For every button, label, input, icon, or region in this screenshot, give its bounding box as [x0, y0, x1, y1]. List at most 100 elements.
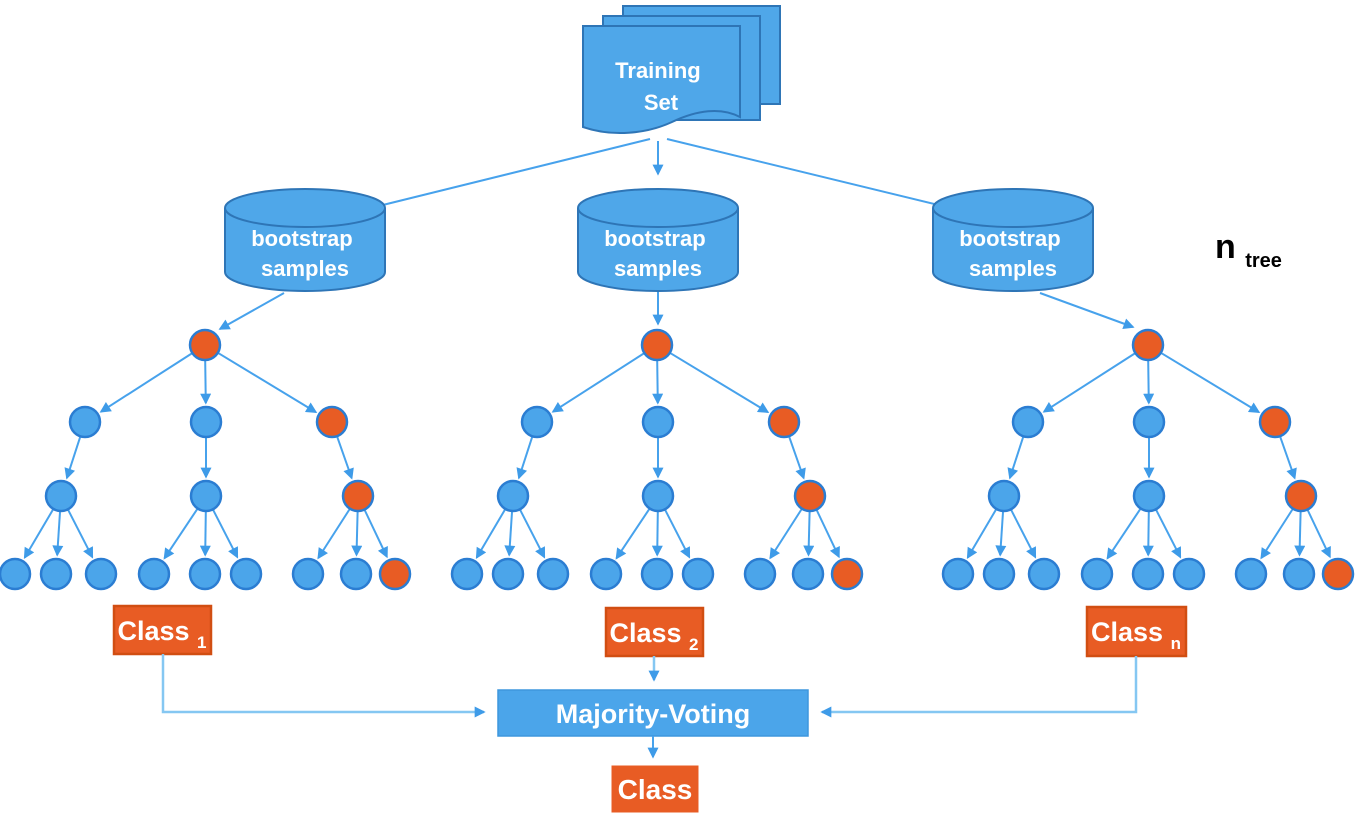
- training-set-line2: Set: [644, 90, 679, 115]
- tree1-edge-icon: [67, 509, 94, 559]
- training-set-line1: Training: [615, 58, 701, 83]
- tree2-edge-icon: [664, 509, 691, 559]
- tree3-node-blue: [1011, 405, 1045, 439]
- tree1-node-blue: [291, 557, 325, 591]
- final-class-box: Class: [611, 765, 699, 813]
- tree1-edge-icon: [99, 352, 193, 413]
- class2-text: Class: [609, 618, 681, 648]
- majority-voting-label: Majority-Voting: [556, 699, 750, 729]
- tree2-edge-icon: [803, 511, 815, 557]
- tree1-edge-icon: [163, 508, 198, 560]
- bootstrap2-line2: samples: [614, 256, 702, 281]
- bootstrap-label-1: bootstrap samples: [251, 226, 359, 281]
- cylinder-body-icon: [224, 208, 386, 292]
- majority-voting-rect: [497, 689, 809, 737]
- cylinder-top-icon: [577, 188, 739, 228]
- bootstrap2-line1: bootstrap: [604, 226, 705, 251]
- tree1-edge-icon: [200, 360, 212, 405]
- cylinder-top-icon: [224, 188, 386, 228]
- class2-label: Class 2: [609, 618, 698, 654]
- tree3-node-blue: [1027, 557, 1061, 591]
- tree3-edge-icon: [1306, 510, 1331, 559]
- tree3-node-orange: [1131, 328, 1165, 362]
- tree1-node-blue: [229, 557, 263, 591]
- tree3-edge-icon: [1007, 436, 1025, 480]
- n-tree-label: n tree: [1215, 228, 1282, 272]
- class2-box: Class 2: [604, 606, 705, 658]
- class1-label: Class 1: [117, 616, 206, 652]
- cylinder-top-icon: [932, 188, 1094, 228]
- tree2-node-orange: [793, 479, 827, 513]
- arrow-to-tree3-root-icon: [1039, 292, 1135, 329]
- tree2-node-orange: [640, 328, 674, 362]
- tree3-edge-icon: [1294, 511, 1306, 557]
- bootstrap1-line1: bootstrap: [251, 226, 352, 251]
- tree3-node-blue: [1172, 557, 1206, 591]
- tree2-edge-icon: [475, 509, 506, 560]
- training-set-stack: Training Set: [582, 5, 781, 135]
- tree1-node-orange: [315, 405, 349, 439]
- tree3-node-blue: [941, 557, 975, 591]
- tree2-node-blue: [641, 479, 675, 513]
- class2-sub: 2: [689, 635, 698, 654]
- tree3-node-blue: [1132, 479, 1166, 513]
- class2-rect: [604, 606, 705, 658]
- cylinder-body-icon: [932, 208, 1094, 292]
- tree2-node-blue: [520, 405, 554, 439]
- class1-rect: [112, 604, 213, 656]
- tree2-node-blue: [681, 557, 715, 591]
- tree1-node-blue: [84, 557, 118, 591]
- tree2-node-blue: [791, 557, 825, 591]
- tree2-edge-icon: [516, 436, 534, 480]
- tree1-node-blue: [189, 479, 223, 513]
- tree1-edge-icon: [351, 511, 363, 557]
- training-set-label: Training Set: [615, 58, 707, 115]
- tree2-node-blue: [589, 557, 623, 591]
- tree3-node-blue: [1132, 405, 1166, 439]
- class1-box: Class 1: [112, 604, 213, 656]
- tree1-node-orange: [341, 479, 375, 513]
- tree1-node-blue: [68, 405, 102, 439]
- tree2-node-blue: [450, 557, 484, 591]
- tree2-edge-icon: [815, 510, 840, 559]
- arrow-to-tree1-root-icon: [218, 292, 285, 330]
- tree3-node-orange: [1258, 405, 1292, 439]
- tree2-node-blue: [641, 405, 675, 439]
- tree1-node-blue: [339, 557, 373, 591]
- tree2-edge-icon: [652, 360, 664, 405]
- tree1-edge-icon: [64, 436, 82, 480]
- class1-sub: 1: [197, 633, 206, 652]
- tree1-edge-icon: [336, 436, 354, 480]
- classn-label: Class n: [1091, 617, 1181, 653]
- bootstrap-cylinder-1: bootstrap samples: [224, 188, 386, 292]
- tree2-node-orange: [767, 405, 801, 439]
- tree1-node-orange: [378, 557, 412, 591]
- final-class-rect: [611, 765, 699, 813]
- tree3-node-blue: [1131, 557, 1165, 591]
- tree2-node-orange: [830, 557, 864, 591]
- tree2-node-blue: [743, 557, 777, 591]
- tree3-edge-icon: [1279, 436, 1297, 480]
- n-tree-sub: tree: [1245, 250, 1282, 272]
- tree2-edge-icon: [651, 511, 663, 557]
- classn-sub: n: [1171, 634, 1181, 653]
- decision-trees: [0, 328, 1355, 591]
- tree2-edge-icon: [615, 508, 650, 560]
- tree1-node-blue: [0, 557, 32, 591]
- tree3-node-blue: [1080, 557, 1114, 591]
- classn-text: Class: [1091, 617, 1163, 647]
- tree1-edge-icon: [23, 509, 54, 560]
- tree3-node-blue: [982, 557, 1016, 591]
- bootstrap1-line2: samples: [261, 256, 349, 281]
- tree3-edge-icon: [1010, 509, 1037, 559]
- tree3-edge-icon: [1155, 509, 1182, 559]
- tree3-node-blue: [1282, 557, 1316, 591]
- tree3-node-orange: [1284, 479, 1318, 513]
- classn-box: Class n: [1085, 605, 1188, 658]
- n-tree-base: n: [1215, 228, 1236, 266]
- tree2-edge-icon: [788, 436, 806, 480]
- tree1-edge-icon: [52, 511, 64, 557]
- tree2-edge-icon: [504, 511, 516, 557]
- tree2-edge-icon: [769, 508, 803, 560]
